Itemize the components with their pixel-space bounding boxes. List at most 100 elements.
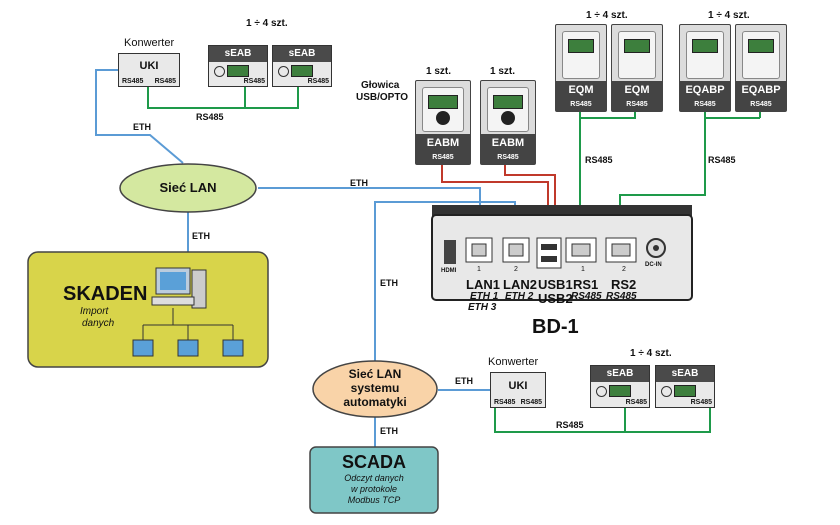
uki-top-device: UKI RS485 RS485: [118, 53, 180, 87]
bd1-port-num-4: 2: [622, 266, 626, 273]
rs485-eqm-label: RS485: [585, 155, 613, 165]
rs485-eqm: [579, 112, 636, 250]
bd1-lan1-sub1: ETH 1: [470, 291, 499, 302]
seab-bottom-2: sEAB RS485: [655, 365, 715, 408]
seab-top-2-port: RS485: [307, 78, 329, 85]
siec-auto-ellipse: [312, 360, 438, 418]
bd1-port-num-3: 1: [581, 266, 585, 273]
eqabp-2: EQABP RS485: [735, 24, 787, 112]
eabm-1-port: RS485: [416, 152, 470, 164]
eabm-1-count: 1 szt.: [426, 66, 452, 77]
uki-top-port-b: RS485: [154, 78, 176, 85]
uki-top-port-a: RS485: [122, 78, 144, 85]
bd1-device: [431, 205, 693, 301]
seab-top-1-port: RS485: [243, 78, 265, 85]
eth-top-label: ETH: [133, 122, 151, 132]
eqm-2-port: RS485: [612, 99, 662, 111]
eth-auto-uki-label: ETH: [455, 376, 473, 386]
eqabp-count: 1 ÷ 4 szt.: [708, 10, 750, 21]
eth-scada-label: ETH: [380, 426, 398, 436]
seab-bottom-2-port: RS485: [690, 399, 712, 406]
konwerter-top-label: Konwerter: [124, 37, 175, 49]
eqabp-1: EQABP RS485: [679, 24, 731, 112]
rs485-top-label: RS485: [196, 112, 224, 122]
seab-bottom-1-port: RS485: [625, 399, 647, 406]
skaden-network-icon: [132, 267, 244, 357]
eabm-2-count: 1 szt.: [490, 66, 516, 77]
seab-top-2-name: sEAB: [273, 46, 331, 62]
eth-lan-bd-label: ETH: [350, 178, 368, 188]
skaden-box: [27, 251, 269, 368]
bd1-rs1-sub: RS485: [571, 291, 602, 302]
eqm-1-port: RS485: [556, 99, 606, 111]
scada-line2: w protokole: [350, 484, 398, 494]
eabm-1-name: EABM: [416, 134, 470, 152]
eqm-1: EQM RS485: [555, 24, 607, 112]
uki-bottom-port-a: RS485: [494, 399, 516, 406]
lan1-port: [465, 237, 493, 263]
skaden-subtitle-1: Import: [80, 306, 109, 317]
konwerter-bottom-label: Konwerter: [488, 356, 539, 368]
siec-auto-line2: systemu: [350, 381, 400, 395]
hdmi-port: [444, 240, 456, 264]
bd1-hdmi: HDMI: [441, 268, 457, 274]
bd1-rs2-sub: RS485: [606, 291, 637, 302]
uki-bottom-device: UKI RS485 RS485: [490, 372, 546, 408]
bd1-lan2-sub: ETH 2: [505, 291, 534, 302]
bd1-rs2: RS2: [611, 277, 637, 292]
scada-title: SCADA: [341, 452, 406, 472]
eqabp-2-name: EQABP: [736, 81, 786, 99]
seab-top-2: sEAB RS485: [272, 45, 332, 87]
scada-box: [309, 446, 439, 514]
eabm-2-name: EABM: [481, 134, 535, 152]
eqabp-1-name: EQABP: [680, 81, 730, 99]
siec-lan-ellipse: [119, 163, 257, 213]
siec-lan-label: Sieć LAN: [159, 180, 217, 195]
uki-top-name: UKI: [139, 60, 159, 72]
uki-bottom-name: UKI: [508, 380, 528, 392]
scada-line1: Odczyt danych: [344, 473, 404, 483]
seab-top-1-name: sEAB: [209, 46, 267, 62]
scada-line3: Modbus TCP: [347, 495, 401, 505]
eqm-1-name: EQM: [556, 81, 606, 99]
glowica-line1: Głowica: [361, 80, 400, 91]
seab-top-count: 1 ÷ 4 szt.: [246, 18, 288, 29]
bd1-port-num-1: 1: [477, 266, 481, 273]
bd1-name: BD-1: [532, 316, 579, 338]
seab-bottom-1: sEAB RS485: [590, 365, 650, 408]
rs485-top: [147, 86, 299, 109]
bd1-port-num-2: 2: [514, 266, 518, 273]
eabm-2: EABM RS485: [480, 80, 536, 165]
siec-auto-line3: automatyki: [343, 395, 407, 409]
eabm-1: EABM RS485: [415, 80, 471, 165]
bd1-dcin: DC-IN: [645, 262, 662, 268]
uki-bottom-port-b: RS485: [520, 399, 542, 406]
rs485-eqabp-label: RS485: [708, 155, 736, 165]
bd1-rs1: RS1: [573, 277, 599, 292]
bd1-lan2: LAN2: [503, 277, 537, 292]
eqm-2-name: EQM: [612, 81, 662, 99]
rs2-port: [605, 237, 637, 263]
eqabp-1-port: RS485: [680, 99, 730, 111]
seab-top-1: sEAB RS485: [208, 45, 268, 87]
seab-bottom-count: 1 ÷ 4 szt.: [630, 348, 672, 359]
seab-bottom-2-name: sEAB: [656, 366, 714, 382]
eabm-2-port: RS485: [481, 152, 535, 164]
skaden-title: SKADEN: [63, 283, 148, 305]
bd1-usb2: USB2: [538, 291, 573, 306]
eqm-2: EQM RS485: [611, 24, 663, 112]
eth-lan-skaden-label: ETH: [192, 231, 210, 241]
rs485-bottom: [494, 408, 711, 433]
bd1-usb1: USB1: [538, 277, 573, 292]
eqm-count: 1 ÷ 4 szt.: [586, 10, 628, 21]
eqabp-2-port: RS485: [736, 99, 786, 111]
skaden-subtitle-2: danych: [82, 318, 115, 329]
bd1-lan1: LAN1: [466, 277, 500, 292]
glowica-line2: USB/OPTO: [356, 92, 409, 103]
bd1-lan1-sub2: ETH 3: [468, 302, 497, 313]
eth-uki-lan: [95, 69, 184, 164]
siec-auto-line1: Sieć LAN: [348, 367, 402, 381]
rs485-bottom-label: RS485: [556, 420, 584, 430]
usb-port: [536, 237, 562, 269]
